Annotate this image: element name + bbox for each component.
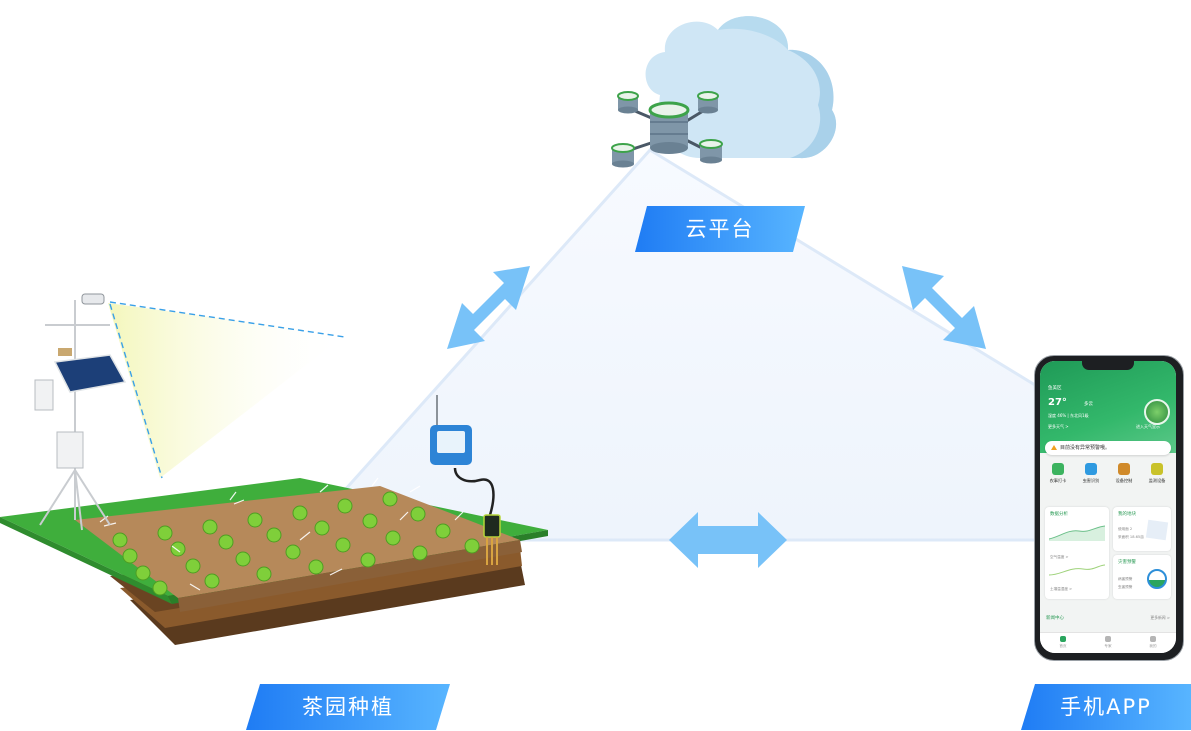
server-network-icon (611, 91, 723, 168)
map-thumbnail (1145, 519, 1169, 541)
monitor-icon (1151, 463, 1163, 475)
soil-sensor-device (430, 395, 501, 565)
humidity-text: 湿度 46% | 东北风1级 (1048, 413, 1089, 418)
news-center-title: 新闻中心 (1046, 616, 1064, 621)
trend-line-icon-2 (1049, 564, 1105, 576)
camera (81, 293, 105, 305)
smartphone-mockup: 鱼美区 27° 多云 湿度 46% | 东北风1级 更多天气 > 进入天气显示 … (1034, 355, 1184, 661)
control-icon (1118, 463, 1130, 475)
planting-bed (75, 486, 520, 598)
camera-beam (108, 303, 345, 478)
home-icon (1060, 636, 1066, 642)
user-icon (1150, 636, 1156, 642)
more-weather-link[interactable]: 更多天气 > (1048, 424, 1069, 429)
tea-plants (99, 477, 480, 596)
enter-weather-link[interactable]: 进入天气显示 (1136, 424, 1160, 429)
app-header: 鱼美区 27° 多云 湿度 46% | 东北风1级 更多天气 > 进入天气显示 (1040, 361, 1176, 453)
phone-notch (1082, 361, 1134, 370)
tea-garden-text: 茶园种植 (302, 695, 394, 719)
temperature-text: 27° (1048, 397, 1067, 408)
cloud-platform-label: 云平台 (635, 206, 805, 252)
mobile-app-label: 手机APP (1021, 684, 1191, 730)
nav-expert[interactable]: 专家 (1093, 636, 1123, 649)
alert-bar: 目前没有异常预警哦。 (1045, 441, 1171, 455)
tea-garden-label: 茶园种植 (246, 684, 450, 730)
expert-icon (1105, 636, 1111, 642)
location-text: 鱼美区 (1048, 386, 1062, 391)
warning-icon (1051, 445, 1057, 450)
cloud-to-garden-arrow (447, 266, 530, 349)
function-device-control[interactable]: 设备控制 (1112, 463, 1136, 484)
mobile-app-text: 手机APP (1060, 695, 1152, 719)
data-analysis-card[interactable]: 数据分析 空气温度 > 土壤温湿度 > (1045, 507, 1109, 599)
alert-text: 目前没有异常预警哦。 (1060, 445, 1111, 451)
solar-panel (53, 354, 127, 393)
cloud-platform-text: 云平台 (685, 217, 755, 241)
nav-home[interactable]: 首页 (1048, 636, 1078, 649)
cloud-icon (645, 16, 837, 159)
garden-to-app-arrow (669, 512, 787, 568)
weather-text: 多云 (1084, 402, 1093, 407)
weather-station (39, 300, 111, 531)
my-land-card[interactable]: 我的地块 使用面 2 采面积 18.65亩 (1113, 507, 1171, 551)
more-news-link[interactable]: 更多新闻 > (1150, 615, 1170, 620)
control-box (56, 431, 84, 469)
phone-screen: 鱼美区 27° 多云 湿度 46% | 东北风1级 更多天气 > 进入天气显示 … (1040, 361, 1176, 653)
trend-line-icon (1049, 525, 1105, 541)
disaster-warning-card[interactable]: 灾害预警 病害预警 虫害预警 (1113, 555, 1171, 599)
function-farm-checkin[interactable]: 农事打卡 (1046, 463, 1070, 484)
app-logo-icon (1144, 399, 1170, 425)
cloud-to-app-arrow (902, 266, 986, 349)
bug-icon (1085, 463, 1097, 475)
function-monitoring-devices[interactable]: 监测设备 (1145, 463, 1169, 484)
nav-mine[interactable]: 我的 (1138, 636, 1168, 649)
globe-icon (1147, 569, 1167, 589)
bottom-navigation: 首页 专家 我的 (1040, 632, 1176, 653)
calendar-icon (1052, 463, 1064, 475)
function-pest-recognition[interactable]: 虫害识别 (1079, 463, 1103, 484)
